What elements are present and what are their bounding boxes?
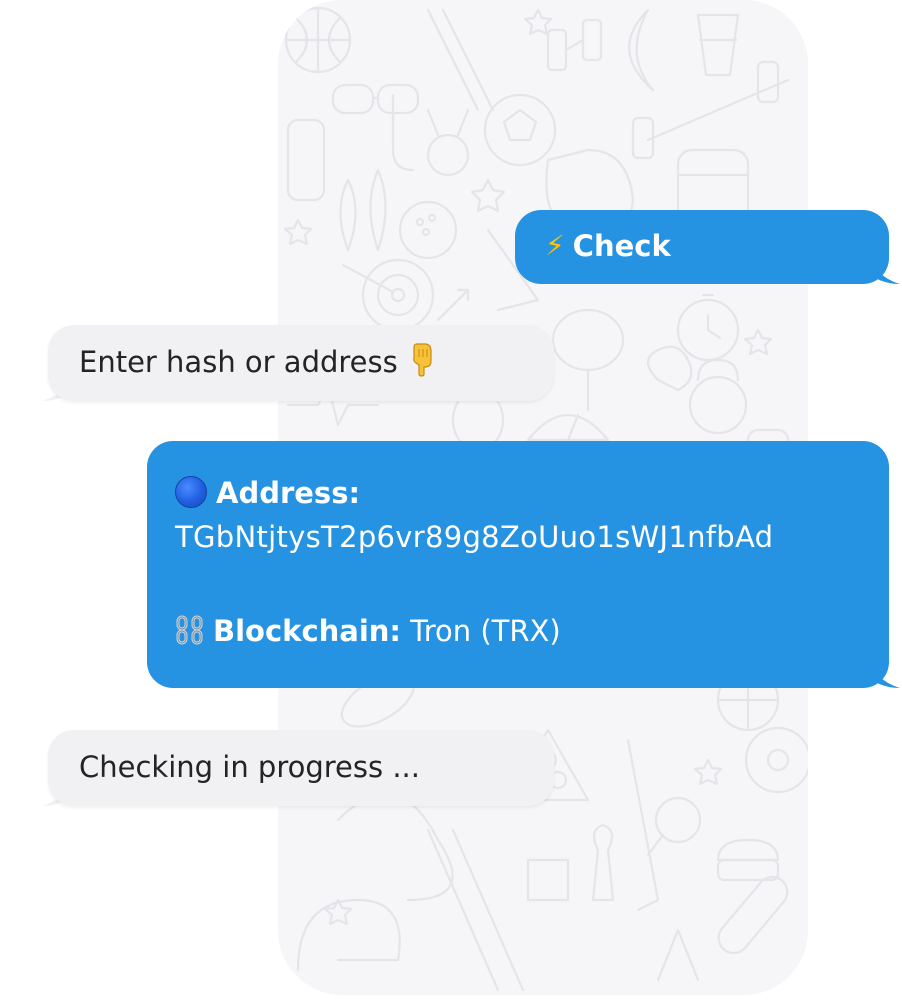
chain-link-icon xyxy=(176,615,203,644)
address-value: TGbNtjtysT2p6vr89g8ZoUuo1sWJ1nfbAd xyxy=(175,520,774,555)
bubble-tail-right xyxy=(872,262,900,284)
doodle-pattern xyxy=(283,6,808,992)
message-enter-hash-text: Enter hash or address xyxy=(79,345,398,379)
address-line: Address: xyxy=(175,475,889,511)
blockchain-label: Blockchain: xyxy=(213,613,402,648)
pointing-down-hand-icon xyxy=(412,343,432,377)
blue-circle-icon xyxy=(175,476,207,508)
message-checking-progress: Checking in progress ... xyxy=(48,730,554,806)
blockchain-line: Blockchain: Tron (TRX) xyxy=(175,613,889,649)
bubble-tail-right xyxy=(872,666,900,688)
message-check: ⚡Check xyxy=(515,210,889,284)
blockchain-value: Tron (TRX) xyxy=(410,613,561,648)
message-address-details: Address: TGbNtjtysT2p6vr89g8ZoUuo1sWJ1nf… xyxy=(147,441,889,688)
lightning-icon: ⚡ xyxy=(545,228,565,262)
message-enter-hash: Enter hash or address xyxy=(48,325,554,401)
address-label: Address: xyxy=(216,476,361,510)
message-checking-progress-text: Checking in progress ... xyxy=(79,750,420,784)
message-check-text: Check xyxy=(572,229,671,263)
